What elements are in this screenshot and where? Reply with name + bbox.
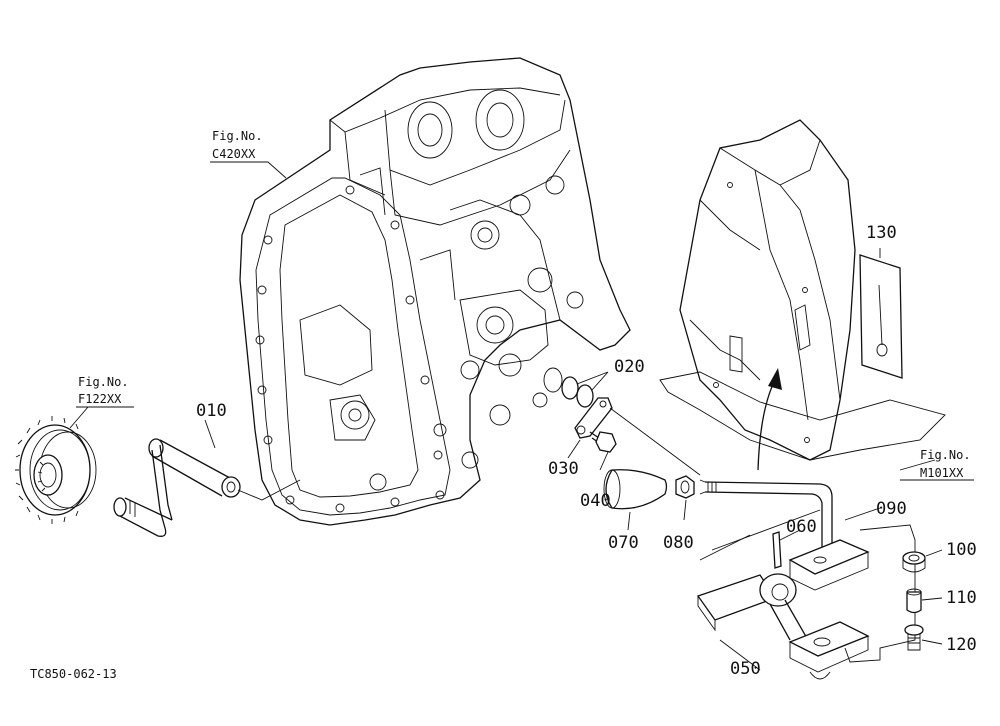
part-label-020: 020 [614, 357, 645, 377]
plate-030 [567, 397, 613, 459]
fig-ref-c420-line1: Fig.No. [212, 129, 263, 143]
part-label-080: 080 [663, 533, 694, 553]
fig-ref-m101-line2: M101XX [920, 466, 964, 480]
part-label-010: 010 [196, 401, 227, 421]
part-label-100: 100 [946, 540, 977, 560]
fig-ref-f122-line2: F122XX [78, 392, 122, 406]
fig-ref-c420: Fig.No. C420XX [210, 129, 287, 179]
part-label-050: 050 [730, 659, 761, 679]
part-label-040: 040 [580, 491, 611, 511]
cover-panel [659, 119, 946, 471]
fig-ref-m101: Fig.No. M101XX [900, 448, 974, 481]
pin-060 [772, 529, 801, 569]
fig-ref-f122-line1: Fig.No. [78, 375, 129, 389]
nut-080 [675, 475, 695, 521]
part-label-090: 090 [876, 499, 907, 519]
lever-050 [696, 573, 870, 680]
shift-rod-090 [699, 479, 881, 591]
gear [15, 416, 97, 524]
diagram-code: TC850-062-13 [30, 667, 117, 681]
part-label-130: 130 [866, 223, 897, 243]
bushing-100 [902, 549, 943, 573]
leader-line-010 [237, 479, 301, 501]
o-rings-020 [543, 367, 609, 408]
fig-ref-c420-line2: C420XX [212, 147, 256, 161]
part-label-120: 120 [946, 635, 977, 655]
part-label-030: 030 [548, 459, 579, 479]
fig-ref-m101-line1: Fig.No. [920, 448, 971, 462]
collar-110 [906, 588, 943, 614]
part-label-070: 070 [608, 533, 639, 553]
part-label-110: 110 [946, 588, 977, 608]
bolt-120 [904, 624, 943, 651]
transmission-case [239, 57, 631, 526]
part-label-060: 060 [786, 517, 817, 537]
bolt-040 [589, 431, 617, 471]
assembly-lines [609, 407, 916, 663]
lever-shaft-010 [113, 438, 241, 537]
label-plate-130 [859, 248, 903, 379]
fig-ref-f122: Fig.No. F122XX [69, 375, 134, 429]
knob-070 [603, 469, 668, 531]
